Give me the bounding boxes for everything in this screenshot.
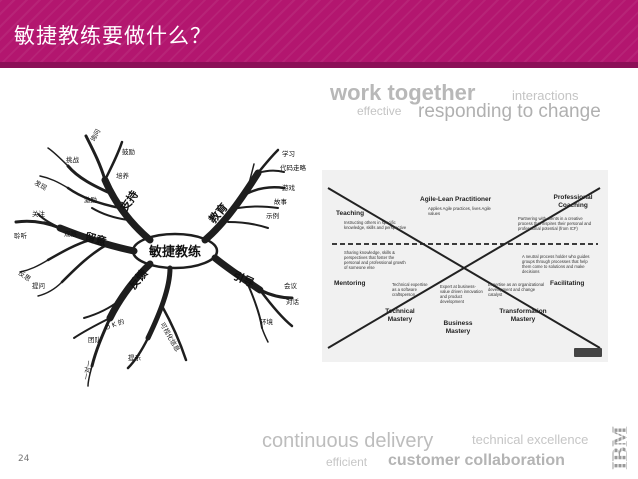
desc-business: Expert at business-value driven innovati… (440, 284, 483, 304)
leaf-dialog: 对话 (286, 297, 300, 306)
leaf-reflect: 反思 (17, 268, 33, 283)
branch-visual (145, 265, 173, 341)
leaf-story: 故事 (274, 197, 288, 206)
leaf-care: 关注 (32, 209, 46, 218)
word-continuous-delivery: continuous delivery (262, 430, 434, 452)
desc-practitioner: Applies Agile practices, lives Agile val… (428, 206, 491, 216)
leaf-challenge: 挑战 (66, 155, 80, 164)
word-effective: effective (357, 104, 402, 118)
slide-title: 敏捷教练要做什么？ (14, 24, 212, 48)
word-technical-excellence: technical excellence (472, 432, 589, 447)
branch-feedback (106, 260, 154, 322)
desc-teaching: Instructing others in specific knowledge… (344, 220, 407, 230)
leaf-listen: 聆听 (14, 231, 28, 240)
ibm-logo-text: IBM (607, 426, 632, 470)
branch-support (101, 176, 154, 244)
desc-coaching: Partnering with clients in a creative pr… (518, 216, 592, 231)
leaf-inquire: 询问 (88, 128, 102, 143)
role-technical: Technical Mastery (385, 308, 415, 323)
leaf-inspire: 激励 (84, 195, 98, 204)
desc-transformation: Expertise as an organizational developme… (488, 282, 545, 297)
desc-facilitating: A neutral process holder who guides grou… (522, 254, 590, 274)
leaf-encourage: 鼓励 (122, 147, 136, 156)
leaf-discover: 发现 (33, 178, 49, 193)
leaf-environment: 环境 (260, 317, 274, 326)
word-efficient: efficient (326, 455, 368, 469)
ibm-logo: IBM (607, 426, 632, 470)
role-coaching: Professional Coaching (553, 194, 593, 209)
word-work-together: work together (330, 80, 476, 105)
mind-map: 敏捷教练 支持 教育 留意 反馈 引导 询问 鼓励 培养 挑战 激励 发现 关注… (14, 128, 307, 387)
role-transformation: Transformation Mastery (499, 308, 547, 323)
branch-educate (201, 169, 262, 244)
role-mentoring: Mentoring (334, 280, 366, 287)
leaf-learn: 学习 (282, 149, 295, 158)
leaf-meeting: 会议 (284, 281, 298, 290)
branch-guide (211, 254, 264, 294)
leaf-code-review: 代码走略 (280, 163, 307, 172)
word-customer-collaboration: customer collaboration (388, 452, 565, 469)
leaf-observe: 观察 (64, 229, 78, 238)
desc-mentoring: Sharing knowledge, skills & perspectives… (344, 250, 406, 270)
word-interactions: interactions (512, 88, 579, 103)
leaf-remind: 提问 (32, 281, 45, 290)
word-responding-to-change: responding to change (418, 101, 601, 122)
desc-technical: Technical expertise as a software crafts… (392, 282, 428, 297)
role-teaching: Teaching (336, 210, 365, 217)
leaf-visual: 可视化信息 (158, 321, 182, 354)
leaf-one-on-one: 一对一 (81, 359, 93, 380)
mind-map-center-label: 敏捷教练 (148, 244, 201, 260)
leaf-example: 示例 (266, 211, 279, 220)
practitioner-matrix: Agile-Lean Practitioner Applies Agile pr… (322, 170, 608, 362)
title-bar-stripe (0, 62, 638, 68)
leaf-cultivate: 培养 (116, 171, 130, 180)
role-facilitating: Facilitating (550, 280, 585, 287)
leaf-hint: 提示 (128, 353, 142, 362)
creative-commons-badge-icon (574, 348, 602, 357)
leaf-team: 团队 (88, 335, 102, 344)
branch-label-notice: 留意 (83, 229, 108, 248)
matrix-title: Agile-Lean Practitioner (420, 196, 492, 203)
leaf-game: 游戏 (282, 183, 296, 192)
title-bar (0, 0, 638, 68)
page-number: 24 (18, 454, 30, 464)
role-business: Business Mastery (443, 320, 473, 335)
matrix-lines (327, 187, 601, 349)
